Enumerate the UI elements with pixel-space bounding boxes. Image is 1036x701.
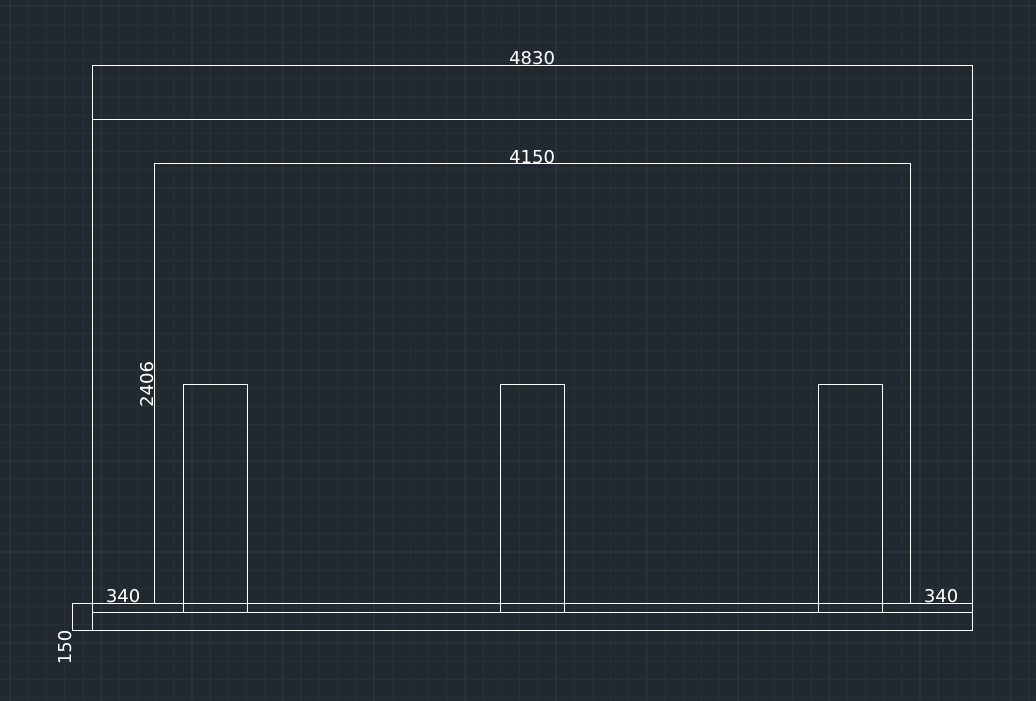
dimension-overall-width: 4830: [509, 48, 555, 69]
base-height-dimension-line[interactable]: [71, 602, 93, 632]
dimension-labels: 4830 4150 2406 340 340 150: [55, 48, 958, 664]
dimension-inner-height: 2406: [137, 361, 158, 407]
dimension-base-height: 150: [55, 630, 76, 664]
inner-opening-outline[interactable]: [153, 162, 912, 604]
post-center[interactable]: [499, 383, 566, 614]
dimension-left-offset: 340: [106, 586, 140, 607]
dimension-inner-width: 4150: [509, 147, 555, 168]
post-right[interactable]: [817, 383, 884, 614]
dimension-right-offset: 340: [924, 586, 958, 607]
post-left[interactable]: [182, 383, 249, 614]
drawing-geometry[interactable]: [71, 64, 974, 632]
outer-frame[interactable]: [91, 64, 974, 632]
